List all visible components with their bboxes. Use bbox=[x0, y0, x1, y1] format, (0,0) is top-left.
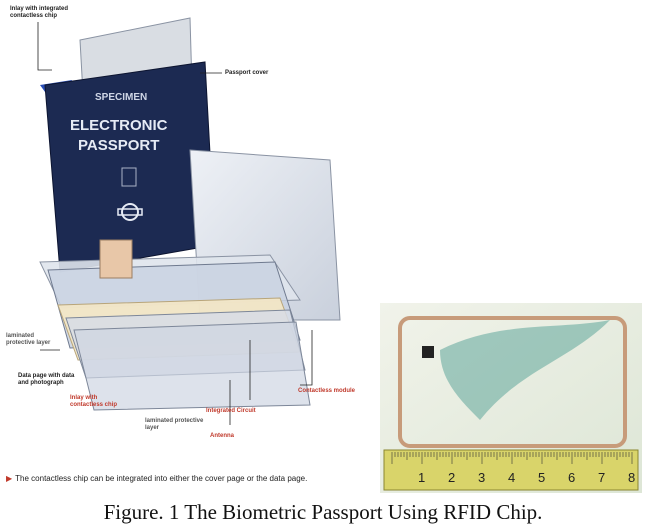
card-print-design bbox=[440, 320, 610, 420]
footnote: ▶The contactless chip can be integrated … bbox=[6, 474, 307, 483]
footnote-text: The contactless chip can be integrated i… bbox=[15, 474, 308, 483]
rfid-chip bbox=[422, 346, 434, 358]
ruler-ticks: 1 2 3 4 5 6 7 8 bbox=[391, 452, 635, 485]
ruler-number: 7 bbox=[598, 470, 605, 485]
callout-laminated-top: laminated protective layer bbox=[6, 333, 51, 346]
footnote-arrow-icon: ▶ bbox=[6, 474, 13, 483]
figure-illustration: SPECIMEN ELECTRONIC PASSPORT 1 2 3 4 5 6 7 8 bbox=[37, 17, 642, 493]
callout-contactless-module: Contactless module bbox=[298, 388, 356, 394]
cover-specimen-text: SPECIMEN bbox=[95, 92, 147, 103]
cover-title-line-2: PASSPORT bbox=[78, 137, 159, 154]
ruler-number: 2 bbox=[448, 470, 455, 485]
ruler-number: 6 bbox=[568, 470, 575, 485]
callout-integrated-circuit: Integrated Circuit bbox=[206, 408, 256, 414]
cover-emblem bbox=[121, 167, 137, 187]
ruler-number: 8 bbox=[628, 470, 635, 485]
ruler-number: 4 bbox=[508, 470, 515, 485]
ruler-number: 3 bbox=[478, 470, 485, 485]
callout-laminated-bottom: laminated protective layer bbox=[145, 418, 204, 431]
ruler bbox=[383, 449, 639, 491]
ruler-number: 1 bbox=[418, 470, 425, 485]
callout-inlay-top: Inlay with integrated contactless chip bbox=[10, 6, 69, 19]
photo-area bbox=[99, 239, 133, 279]
callout-inlay-bottom: Inlay with contactless chip bbox=[70, 395, 118, 408]
ruler-number: 5 bbox=[538, 470, 545, 485]
rfid-antenna-loop bbox=[398, 316, 627, 448]
callout-antenna: Antenna bbox=[210, 433, 234, 439]
callout-passport-cover: Passport cover bbox=[225, 70, 269, 76]
cover-title-line-1: ELECTRONIC bbox=[70, 117, 168, 134]
callout-data-page: Data page with data and photograph bbox=[18, 373, 75, 386]
chip-symbol-icon bbox=[121, 203, 139, 221]
layer-antenna bbox=[73, 321, 311, 411]
figure-caption: Figure. 1 The Biometric Passport Using R… bbox=[103, 500, 543, 524]
